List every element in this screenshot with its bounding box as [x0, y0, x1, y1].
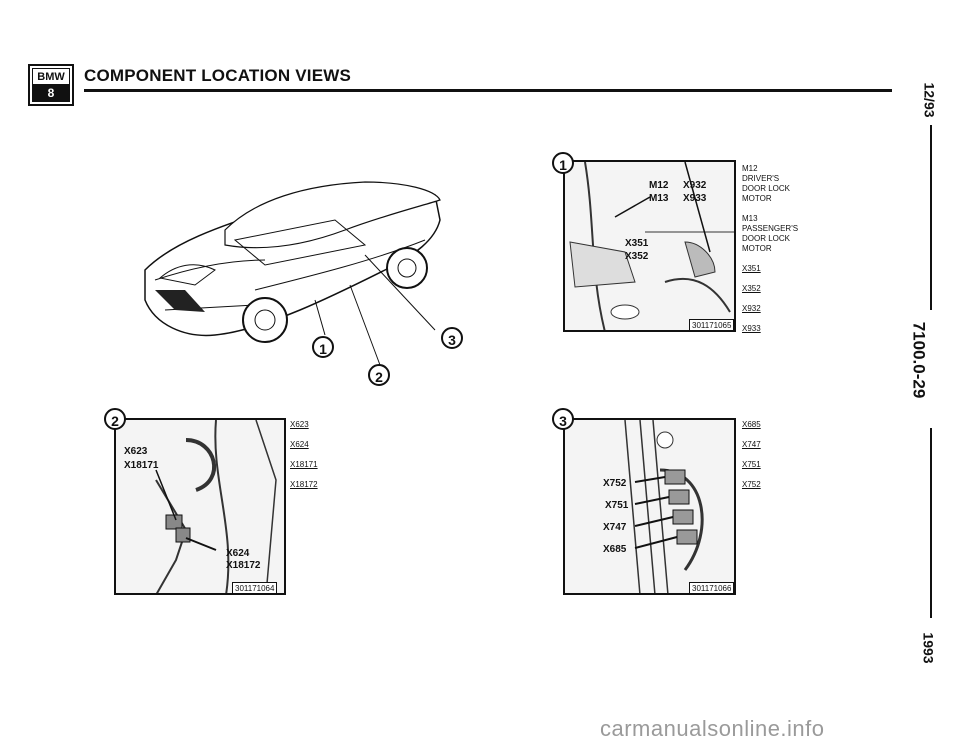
panel-2-callout: 2: [104, 408, 126, 430]
legend-1-line: PASSENGER'S: [742, 224, 799, 233]
car-illustration: [144, 181, 441, 366]
label-m12: M12: [649, 180, 669, 191]
side-date: 12/93: [921, 82, 938, 118]
label-x624: X624: [226, 548, 250, 559]
panel-1-door-lock-motors: M12 X932 M13 X933 X351 X352 301171065: [563, 160, 736, 332]
panel-3-connectors: X752 X751 X747 X685 301171066: [563, 418, 736, 595]
label-x352: X352: [625, 251, 649, 262]
label-x932: X932: [683, 180, 707, 191]
watermark: carmanualsonline.info: [600, 716, 825, 741]
legend-2-x18171: X18171: [290, 460, 318, 469]
bmw-8-logo: BMW 8: [28, 64, 74, 106]
legend-1-x933: X933: [742, 324, 761, 333]
legend-3-spacer: [742, 450, 761, 460]
panel-2-drawing: [155, 420, 277, 593]
legend-3-x747: X747: [742, 440, 761, 449]
car-callout-1: 1: [312, 336, 334, 358]
legend-3-x751: X751: [742, 460, 761, 469]
label-x933: X933: [683, 193, 707, 204]
page-title: COMPONENT LOCATION VIEWS: [84, 66, 352, 85]
legend-2-spacer: [290, 450, 318, 460]
panel-1-callout: 1: [552, 152, 574, 174]
label-x751: X751: [605, 500, 629, 511]
legend-2-x623: X623: [290, 420, 309, 429]
logo-bottom-text: 8: [32, 84, 70, 102]
legend-1-line: DOOR LOCK: [742, 184, 791, 193]
legend-1-x932: X932: [742, 304, 761, 313]
figure-number-3: 301171066: [689, 582, 734, 593]
car-callout-2: 2: [368, 364, 390, 386]
legend-1-line: MOTOR: [742, 244, 772, 253]
legend-3-x752: X752: [742, 480, 761, 489]
legend-2-x18172: X18172: [290, 480, 318, 489]
label-x685: X685: [603, 544, 627, 555]
legend-1-line: MOTOR: [742, 194, 772, 203]
legend-1-line: M12: [742, 164, 758, 173]
legend-1-spacer: [742, 314, 822, 324]
legend-1-line: M13: [742, 214, 758, 223]
legend-2-spacer: [290, 470, 318, 480]
legend-1-x352: X352: [742, 284, 761, 293]
legend-1-spacer: [742, 274, 822, 284]
figure-number-1: 301171065: [689, 319, 734, 330]
legend-1-line: DRIVER'S: [742, 174, 780, 183]
panel-2-legend: X623 X624 X18171 X18172: [290, 420, 318, 490]
panel-3-callout: 3: [552, 408, 574, 430]
panel-1-legend: M12 DRIVER'S DOOR LOCK MOTOR M13 PASSENG…: [742, 164, 822, 334]
legend-1-spacer: [742, 254, 822, 264]
label-x18171: X18171: [124, 460, 159, 471]
side-divider-bottom: [930, 428, 932, 618]
side-code: 7100.0-29: [909, 321, 929, 399]
legend-3-spacer: [742, 430, 761, 440]
panel-3-legend: X685 X747 X751 X752: [742, 420, 761, 490]
header-rule: [84, 89, 892, 92]
panel-1-drawing: [569, 162, 734, 330]
legend-2-x624: X624: [290, 440, 309, 449]
panel-2-connectors: X623 X18171 X624 X18172 301171064: [114, 418, 286, 595]
side-year: 1993: [920, 632, 937, 664]
label-x747: X747: [603, 522, 627, 533]
legend-1-spacer: [742, 294, 822, 304]
label-x18172: X18172: [226, 560, 261, 571]
legend-1-spacer: [742, 204, 822, 214]
legend-3-x685: X685: [742, 420, 761, 429]
car-callout-3: 3: [441, 327, 463, 349]
label-x351: X351: [625, 238, 649, 249]
legend-3-spacer: [742, 470, 761, 480]
figure-number-2: 301171064: [232, 582, 278, 593]
side-divider-top: [930, 125, 932, 310]
label-x623: X623: [124, 446, 148, 457]
legend-1-line: DOOR LOCK: [742, 234, 791, 243]
label-x752: X752: [603, 478, 627, 489]
panel-3-drawing: [624, 420, 704, 593]
legend-2-spacer: [290, 430, 318, 440]
legend-1-x351: X351: [742, 264, 761, 273]
label-m13: M13: [649, 193, 669, 204]
